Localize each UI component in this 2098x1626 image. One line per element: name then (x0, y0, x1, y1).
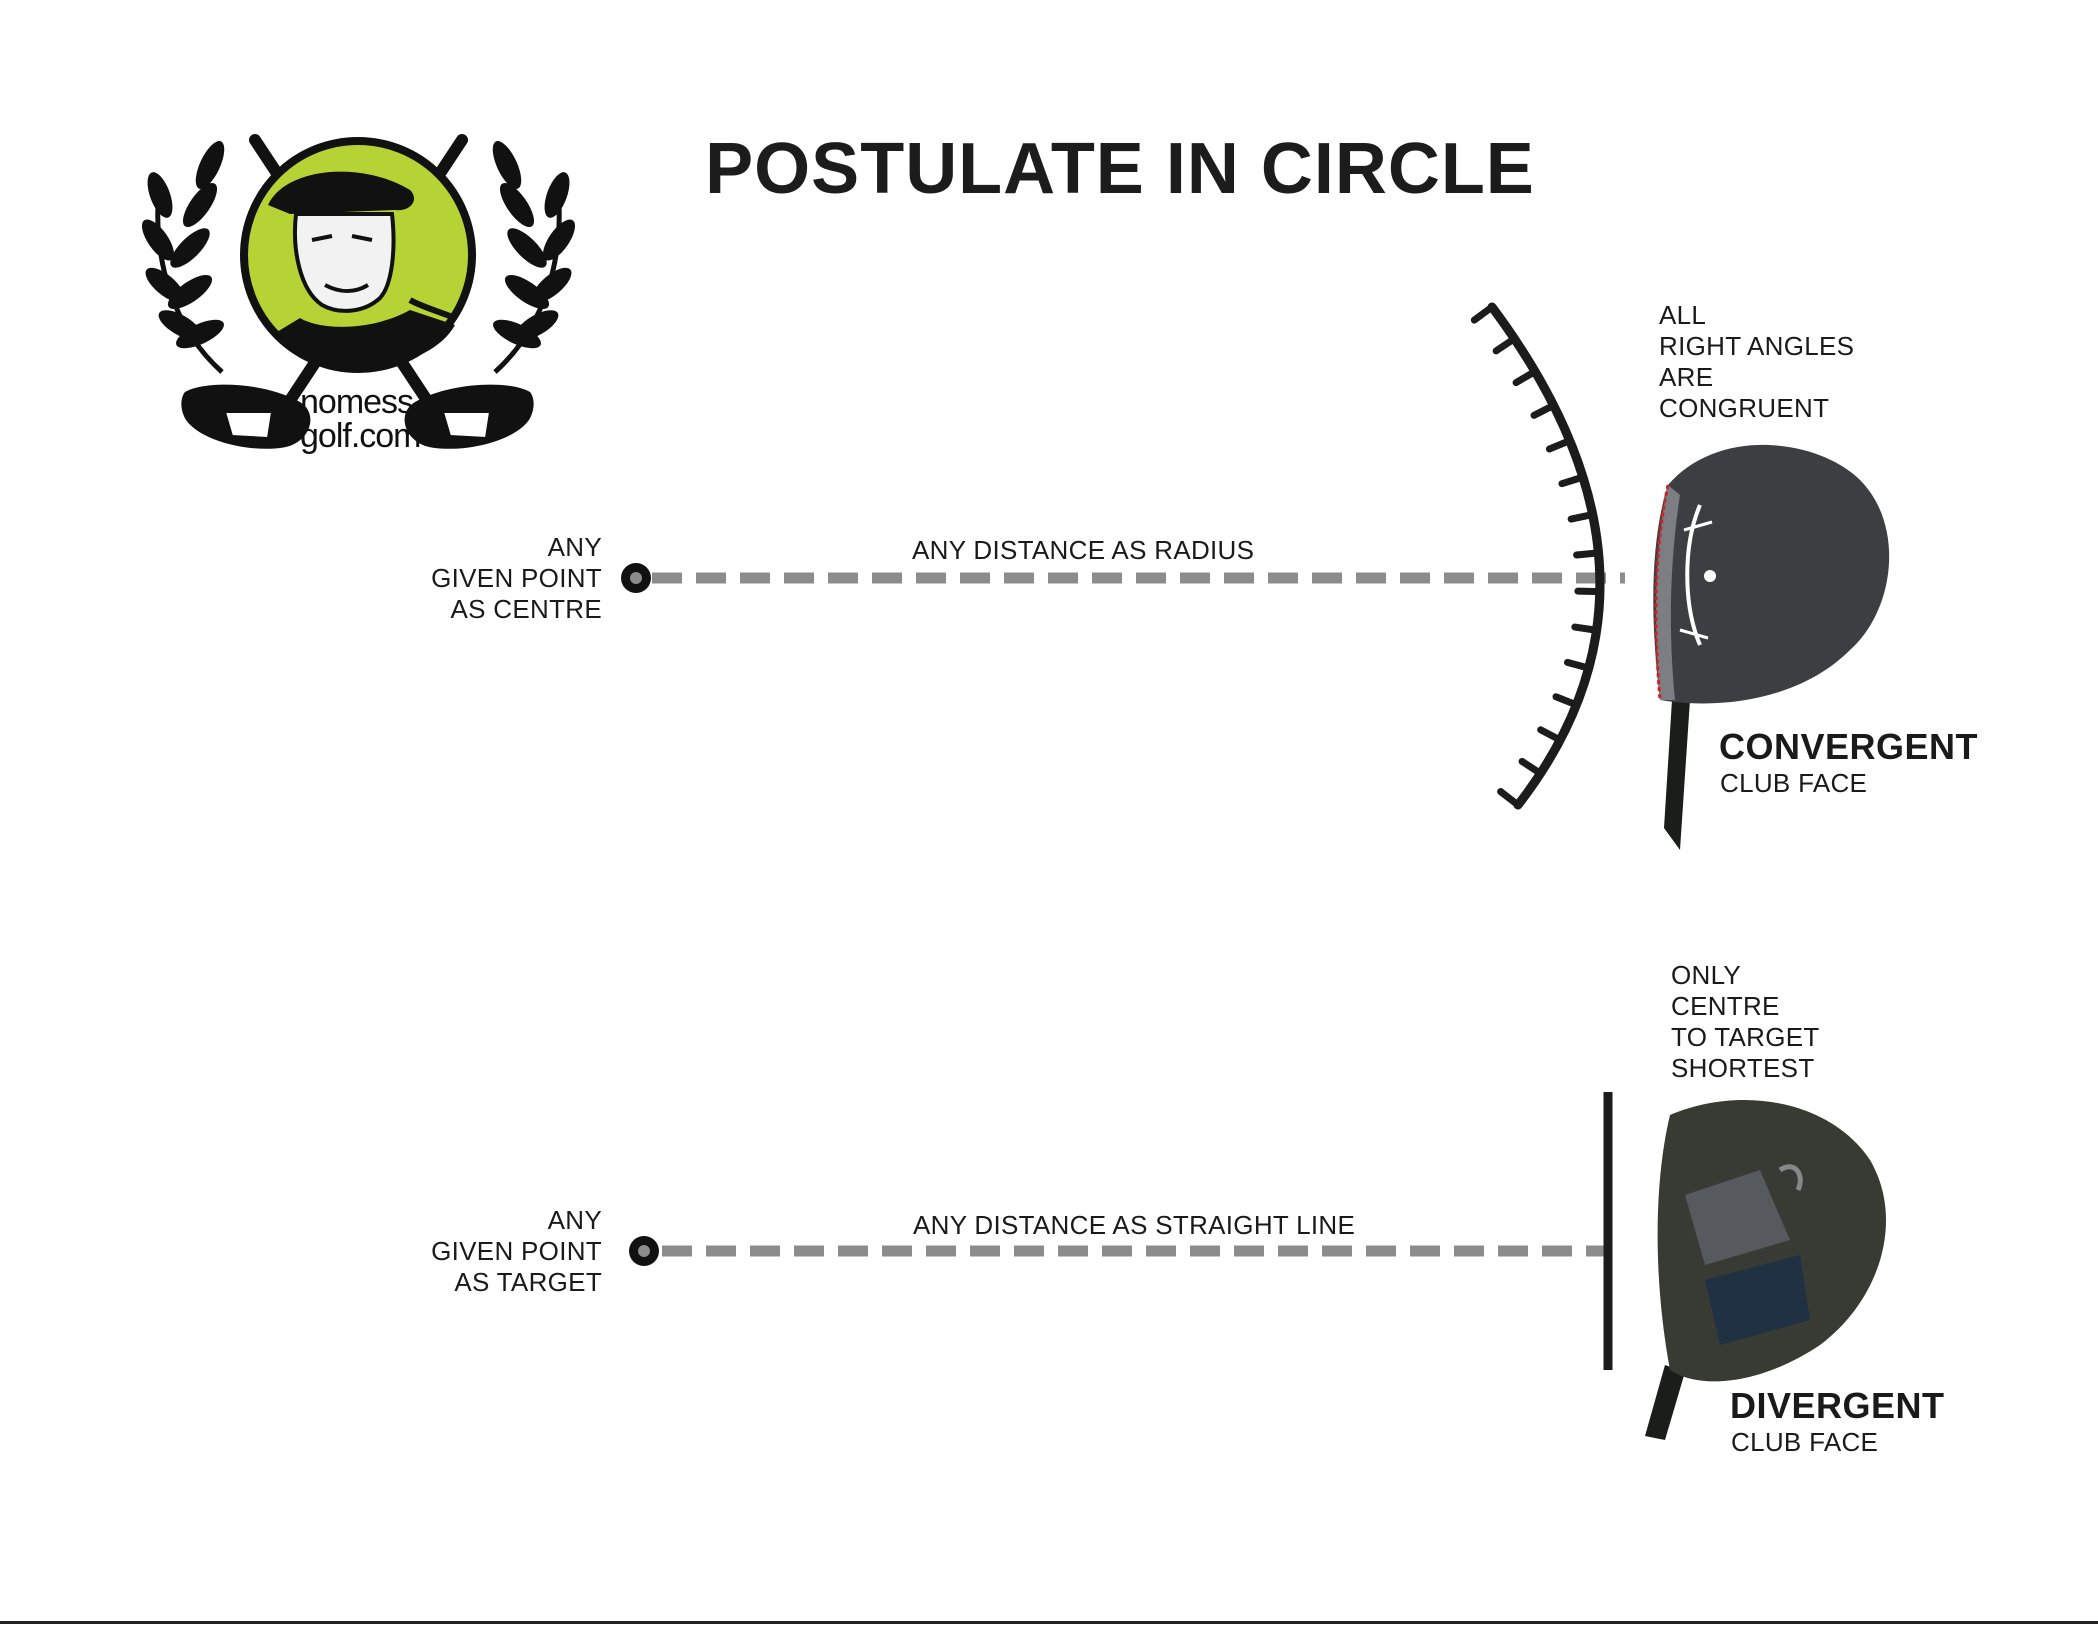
arc-tick (1545, 437, 1574, 453)
arc-tick (1530, 401, 1558, 419)
arc-tick (1571, 623, 1601, 634)
target-label: ANY GIVEN POINT AS TARGET (380, 1205, 602, 1298)
centre-label-line: AS CENTRE (450, 594, 602, 624)
arc-tick (1518, 757, 1544, 777)
centre-label-line: GIVEN POINT (431, 563, 602, 593)
straight-line-label: ANY DISTANCE AS STRAIGHT LINE (913, 1210, 1356, 1240)
convergent-club-head-icon (1653, 444, 1890, 850)
centre-label: ANY GIVEN POINT AS CENTRE (380, 532, 602, 625)
laurel-left-icon (141, 141, 225, 374)
arc-tick (1574, 587, 1604, 596)
laurel-right-icon (492, 141, 576, 374)
shortest-note: ONLY CENTRE TO TARGET SHORTEST (1671, 960, 1820, 1084)
right-angles-note-line: ALL (1659, 300, 1707, 330)
target-label-line: AS TARGET (454, 1267, 602, 1297)
arc-tick (1573, 549, 1602, 559)
arc-tick (1492, 335, 1518, 355)
convergent-sub: CLUB FACE (1720, 768, 1868, 798)
arc-tick (1567, 511, 1597, 523)
radius-label: ANY DISTANCE AS RADIUS (912, 535, 1255, 565)
arc-tick (1512, 367, 1539, 387)
arc-tick (1552, 693, 1580, 709)
target-label-line: ANY (547, 1205, 602, 1235)
divergent-sub: CLUB FACE (1731, 1427, 1879, 1457)
divergent-club-head-icon (1645, 1100, 1886, 1440)
portrait-icon (268, 171, 457, 368)
arc-tick (1558, 473, 1587, 488)
centre-label-line: ANY (547, 532, 602, 562)
arc-tick (1563, 658, 1593, 672)
arc-tick (1470, 303, 1496, 324)
shortest-note-line: SHORTEST (1671, 1053, 1815, 1083)
convergent-title: CONVERGENT (1719, 726, 1979, 767)
target-label-line: GIVEN POINT (431, 1236, 602, 1266)
arc-tick (1537, 726, 1564, 744)
right-angles-note-line: CONGRUENT (1659, 393, 1830, 423)
right-angles-note-line: RIGHT ANGLES (1659, 331, 1855, 361)
logo-text-line1: nomess (300, 383, 414, 421)
divergent-title: DIVERGENT (1730, 1385, 1945, 1426)
right-angles-note-line: ARE (1659, 362, 1714, 392)
arc-tick (1497, 788, 1522, 809)
bottom-border (0, 1621, 2098, 1624)
shortest-note-line: ONLY (1671, 960, 1742, 990)
logo-text-line2: golf.com (300, 417, 421, 455)
shortest-note-line: TO TARGET (1671, 1022, 1820, 1052)
right-angles-note: ALL RIGHT ANGLES ARE CONGRUENT (1659, 300, 1854, 424)
protractor-arc (1470, 302, 1605, 810)
page-title: POSTULATE IN CIRCLE (705, 129, 1535, 209)
shortest-note-line: CENTRE (1671, 991, 1780, 1021)
logo (141, 134, 576, 449)
